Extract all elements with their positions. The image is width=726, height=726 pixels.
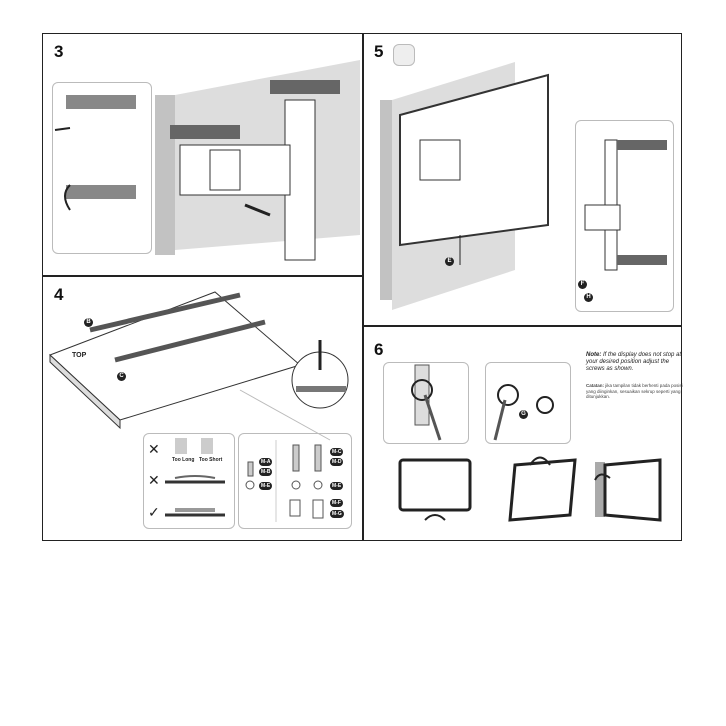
too-short-label: Too Short	[199, 457, 223, 463]
correct-mark: ✓	[148, 504, 160, 520]
step-3-number: 3	[54, 42, 64, 61]
note-text: If the display does not stop at your des…	[586, 352, 682, 372]
step-4-number: 4	[54, 285, 64, 304]
tag-m-g: M-G	[330, 510, 344, 518]
tag-m-f: M-F	[330, 499, 343, 507]
screw-kit-panel	[238, 433, 352, 529]
note-label: Note:	[586, 352, 602, 358]
catatan-note: Catatan: jika tampilan tidak berhenti pa…	[586, 383, 686, 400]
label-g: G	[519, 410, 528, 419]
divider-right	[362, 325, 682, 327]
step-6-number: 6	[374, 340, 384, 359]
step-6-panel-right	[485, 362, 571, 444]
tag-m-c: M-C	[330, 448, 344, 456]
too-long-label: Too Long	[172, 457, 195, 463]
adjustment-note: Note: If the display does not stop at yo…	[586, 352, 686, 373]
label-f: F	[578, 280, 587, 289]
tag-m-a: M-A	[259, 458, 273, 466]
catatan-text: jika tampilan tidak berhenti pada posisi…	[586, 383, 683, 399]
label-b: B	[84, 318, 93, 327]
peel-icon	[393, 44, 415, 66]
tag-m-d: M-D	[330, 458, 344, 466]
divider-vertical	[362, 33, 364, 541]
tag-m-b: M-B	[259, 468, 273, 476]
label-c: C	[117, 372, 126, 381]
step-5-number: 5	[374, 42, 384, 61]
step-3-detail-panel	[52, 82, 152, 254]
divider-left	[42, 275, 362, 277]
catatan-label: Catatan:	[586, 383, 605, 388]
tag-m-e: M-E	[259, 482, 273, 490]
label-h: H	[584, 293, 593, 302]
wrong-mark: ✕	[148, 472, 160, 488]
tag-m-e: M-E	[330, 482, 344, 490]
label-e: E	[445, 257, 454, 266]
top-label: TOP	[72, 352, 87, 359]
wrong-mark: ✕	[148, 441, 160, 457]
